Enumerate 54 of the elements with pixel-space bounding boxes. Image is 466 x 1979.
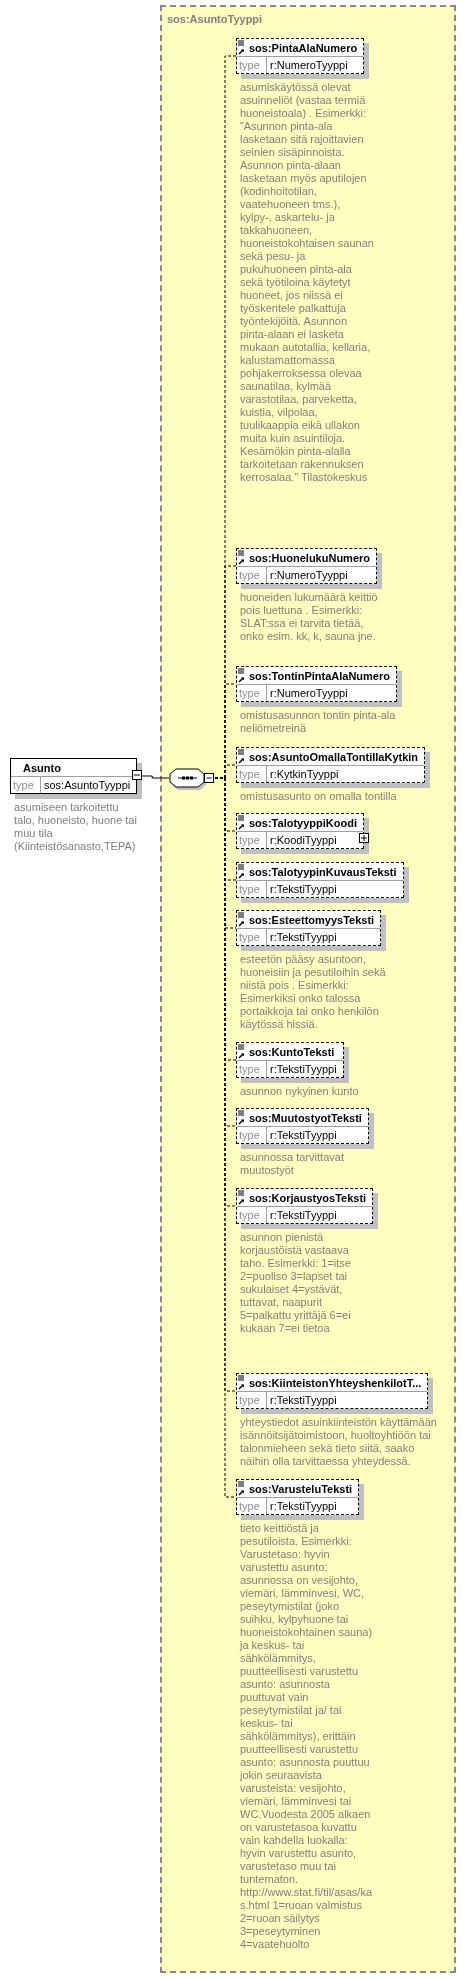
element-name: Asunto	[23, 761, 61, 774]
type-label: type	[11, 777, 41, 793]
element-name: sos:TontinPintaAlaNumero	[249, 669, 390, 682]
type-label: type	[237, 1127, 267, 1143]
element-name: sos:MuutostyotTeksti	[249, 1111, 362, 1124]
annotation-text: asumiskäytössä olevat asuinneliöt (vastaa termiä huoneistoala) . Esimerkki: ”Asunnon pinta-ala lasketaan sitä rajoittavien seinien sisäpinnoista. Asunnon pinta-alaan lasketaan myös aputilojen (kodinhoitotilan, vaatehuoneen tms.), kylpy-, askartelu- ja takkahuoneen, huoneistokohtaisen saunan sekä pesu- ja pukuhuoneen pinta-ala sekä työtiloina käytetyt huoneet, jos niissä ei työskentele palkattuja työntekijöitä. Asunnon pinta-alaan ei lasketa mukaan autotallia, kellaria, kalustamattomassa pohjakerroksessa olevaa saunatilaa, kylmää varastotilaa, parveketta, kuistia, vilpolaa, tuulikaappia eikä ullakon muita kuin asuintiloja. Kesämökin pinta-alalla tarkoitetaan rakennuksen kerrosalaa.” Tilastokeskus	[240, 81, 374, 484]
type-value: r:NumeroTyyppi	[269, 58, 349, 73]
annotation-text: huoneiden lukumäärä keittiö pois luettuna . Esimerkki: SLAT:ssa ei tarvita tietää, onko esim. kk, k, sauna jne.	[240, 591, 379, 643]
type-label: type	[237, 832, 267, 848]
type-value: r:TekstiTyyppi	[269, 882, 338, 897]
annotation-text: yhteystiedot asuinkiinteistön käyttämään isännöitsijätoimistoon, huoltoyhtiöön tai talonmieheen sekä tieto siitä, saako näihin olla tarvittaessa yhteydessä.	[240, 1416, 438, 1468]
type-value: sos:AsuntoTyyppi	[43, 778, 132, 793]
type-label: type	[237, 929, 267, 945]
type-name: sos:AsuntoTyyppi	[167, 13, 263, 25]
type-label: type	[237, 766, 267, 782]
connector-line	[141, 775, 170, 779]
type-label: type	[237, 685, 267, 701]
type-panel	[160, 5, 456, 1973]
type-label: type	[237, 1061, 267, 1077]
element-name: sos:KuntoTeksti	[249, 1045, 335, 1058]
type-value: r:KoodiTyyppi	[269, 833, 338, 848]
element-name: sos:EsteettomyysTeksti	[249, 913, 375, 926]
annotation-text: omistusasunnon tontin pinta-ala neliömetreinä	[240, 709, 397, 735]
type-value: r:TekstiTyyppi	[269, 1208, 338, 1223]
annotation-text: tieto keittiöstä ja pesutiloista. Esimerkki: Varustetaso: hyvin varustettu asunto: asunnossa on vesijohto, viemäri, lämminvesi, WC, peseytymistilat (joko suihku, kylpyhuone tai huoneistokohtainen sauna) ja keskus- tai sähkölämmitys, puutteellisesti varustettu asunto: asunnosta puuttuvat vain peseytymistilat ja/ tai keskus- tai sähkölämmitys), erittäin puutteellisesti varustettu asunto: asunnosta puuttuu jokin seuraavista varusteista: vesijohto, viemäri, lämminvesi tai WC.Vuodesta 2005 alkaen on varustetasoa kuvattu vain kahdella luokalla: hyvin varustettu asunto, varustetaso muu tai tuntematon. http://www.stat.fi/til/asas/kas.html 1=ruoan valmistus 2=ruoan säilytys 3=peseytyminen 4=vaatehuolto	[240, 1522, 374, 1951]
element-name: sos:KorjaustyosTeksti	[249, 1191, 367, 1204]
type-value: r:TekstiTyyppi	[269, 930, 338, 945]
annotation-text: asumiseen tarkoitettu talo, huoneisto, huone tai muu tila (Kiinteistösanasto,TEPA)	[14, 801, 138, 853]
annotation-text: asunnon pienistä korjaustöistä vastaava taho. Esimerkki: 1=itse 2=puoliso 3=lapset tai sukulaiset 4=ystävät, tuttavat, naapurit 5=palkattu yrittäjä 6=ei kukaan 7=ei tietoa	[240, 1231, 352, 1335]
element-name: sos:VarusteluTeksti	[249, 1482, 353, 1495]
element-name: sos:TalotyypinKuvausTeksti	[249, 865, 397, 878]
type-value: r:NumeroTyyppi	[269, 686, 349, 701]
element-name: sos:KiinteistonYhteyshenkilotT...	[249, 1376, 422, 1389]
element-name: sos:AsuntoOmallaTontillaKytkin	[249, 750, 419, 763]
type-label: type	[237, 1498, 267, 1514]
element-name: sos:TalotyyppiKoodi	[249, 816, 357, 829]
type-label: type	[237, 567, 267, 583]
sequence-compositor	[169, 768, 215, 792]
type-label: type	[237, 1207, 267, 1223]
type-value: r:TekstiTyyppi	[269, 1062, 338, 1077]
element-name: sos:HuonelukuNumero	[249, 551, 370, 564]
type-value: r:TekstiTyyppi	[269, 1128, 338, 1143]
annotation-text: omistusasunto on omalla tontilla	[240, 790, 398, 803]
type-label: type	[237, 57, 267, 73]
type-value: r:TekstiTyyppi	[269, 1393, 338, 1408]
type-label: type	[237, 881, 267, 897]
type-value: r:TekstiTyyppi	[269, 1499, 338, 1514]
annotation-text: asunnossa tarvittavat muutostyöt	[240, 1151, 345, 1177]
element-name: sos:PintaAlaNumero	[249, 41, 358, 54]
annotation-text: asunnon nykyinen kunto	[240, 1085, 360, 1098]
annotation-text: esteetön pääsy asuntoon, huoneisiin ja pesutiloihin sekä niistä pois . Esimerkki: Esimerkiksi onko talossa portaikkoja tai onko henkilön käytössä hissiä.	[240, 953, 387, 1031]
type-value: r:NumeroTyyppi	[269, 568, 349, 583]
type-value: r:KytkinTyyppi	[269, 767, 340, 782]
type-label: type	[237, 1392, 267, 1408]
